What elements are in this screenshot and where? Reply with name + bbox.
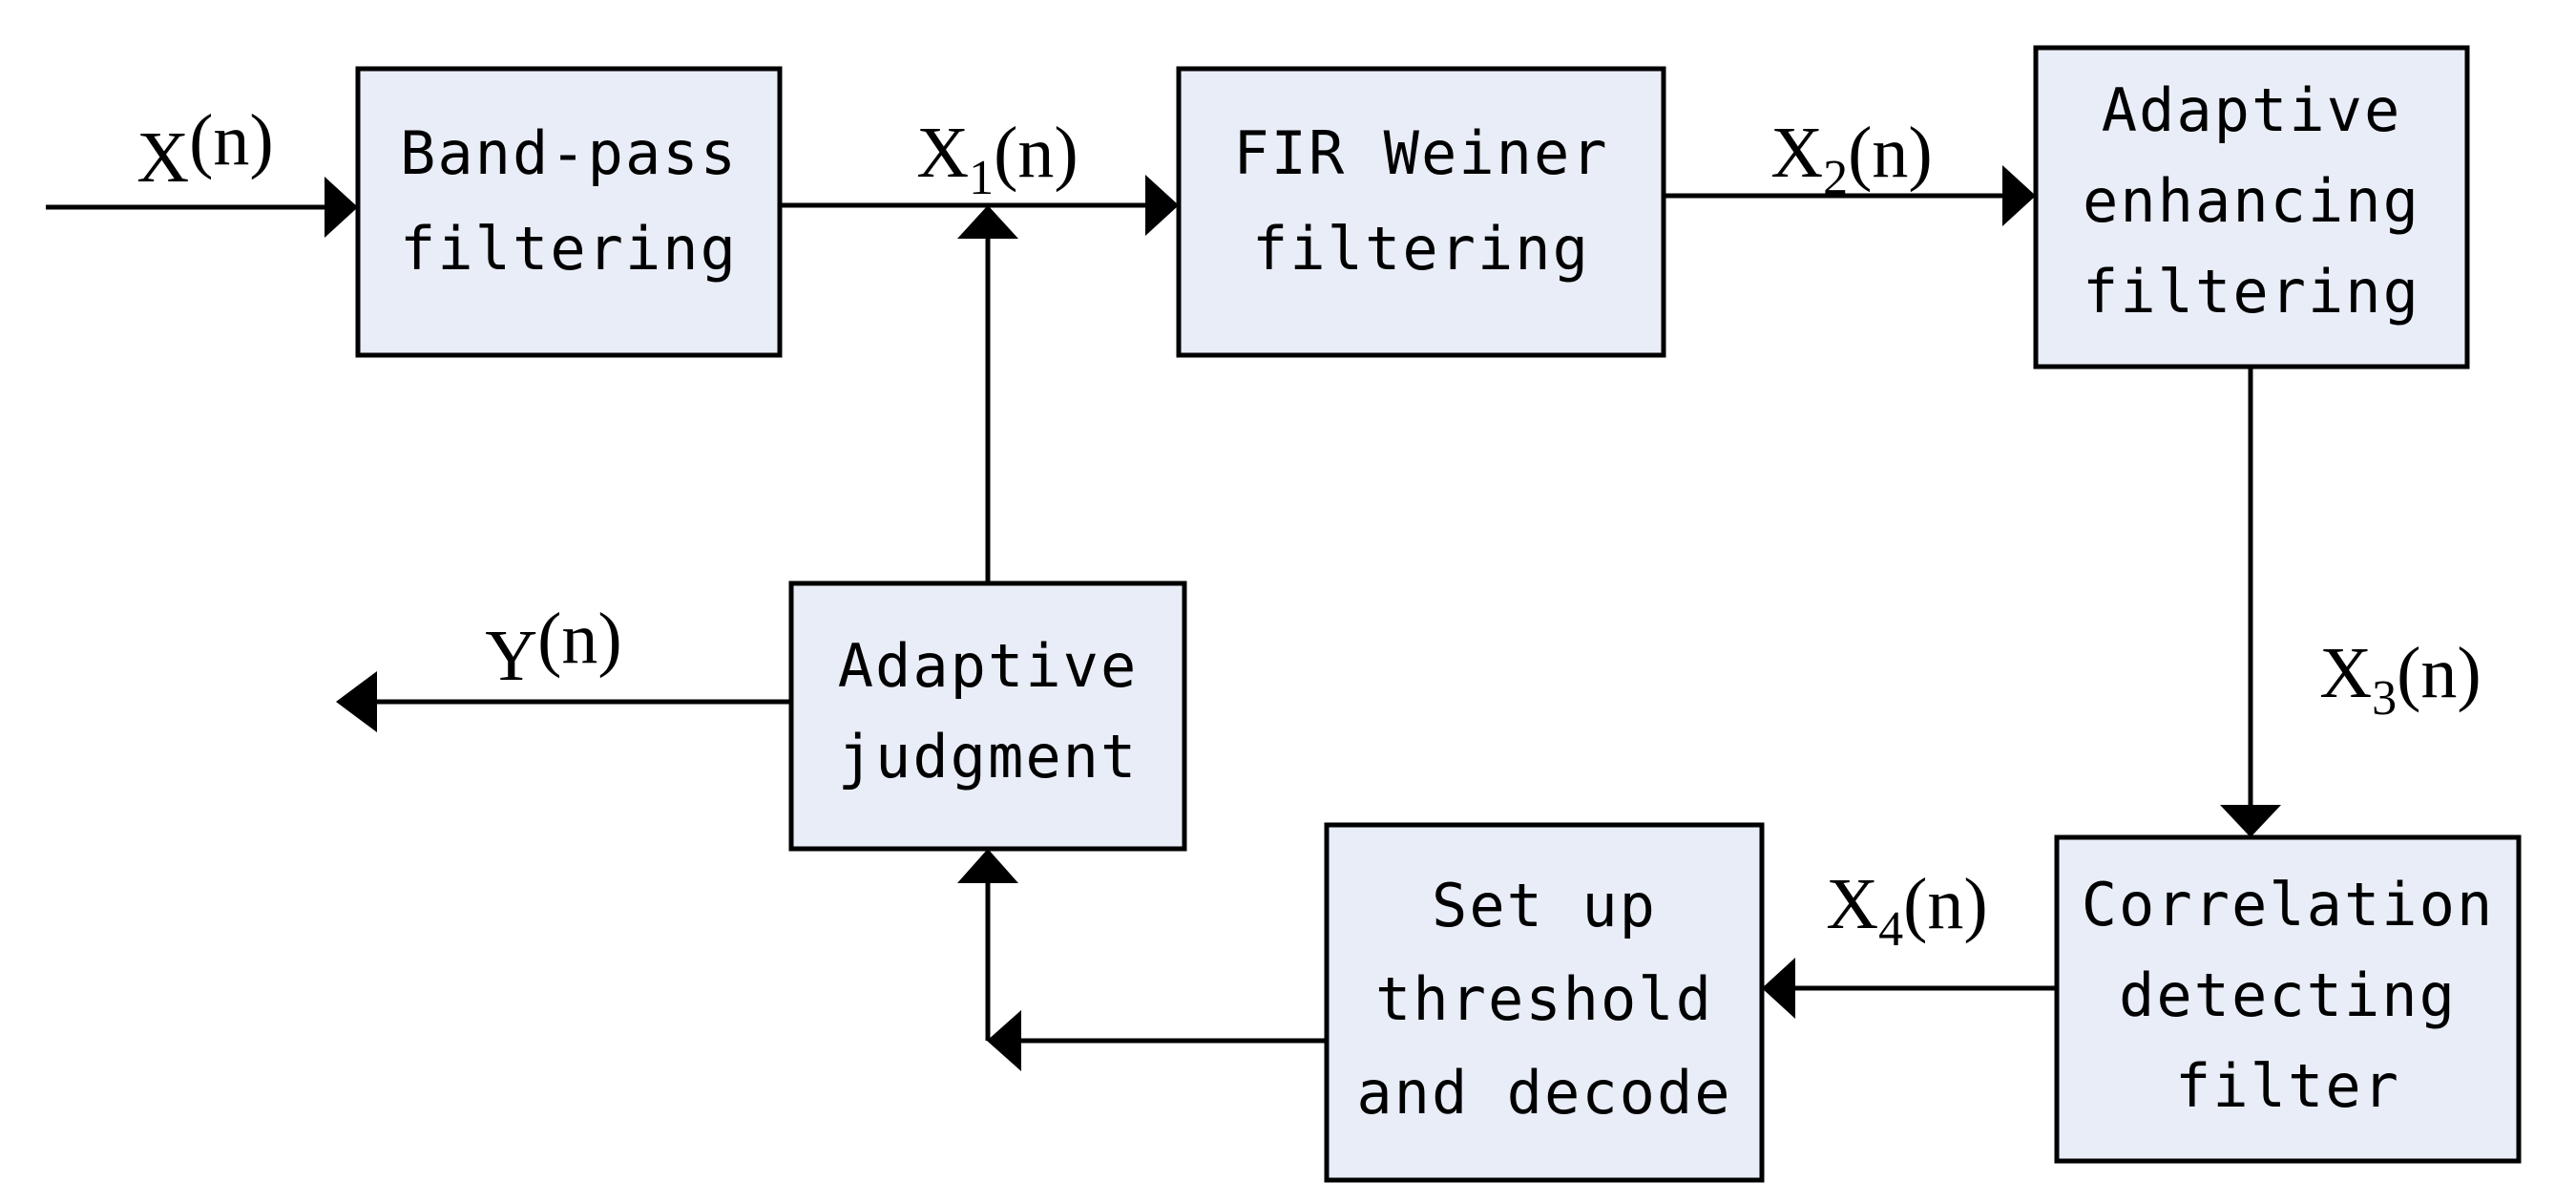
edge-correlation-to-threshold xyxy=(1762,958,2057,1019)
box-rect-fir-weiner-filtering[interactable] xyxy=(1176,66,1666,358)
edge-adaptive-enhancing-to-correlation xyxy=(2220,367,2281,837)
signal-label-y-n-base: Y xyxy=(485,616,537,696)
edge-fir-weiner-to-adaptive-enhancing xyxy=(1664,165,2036,226)
signal-label-x1-n: X1(n) xyxy=(916,113,1079,205)
edge-input-to-band-pass xyxy=(46,177,358,238)
box-set-up-threshold-and-decode[interactable]: Set up threshold and decode xyxy=(1324,822,1765,1183)
box-label-fir-weiner-filtering-line2: filtering xyxy=(1252,214,1590,284)
box-label-adaptive-enhancing-filtering-line1: Adaptive xyxy=(2102,75,2402,145)
box-rect-correlation-detecting-filter[interactable] xyxy=(2054,834,2522,1164)
signal-label-x4-n-base: X xyxy=(1826,864,1878,944)
signal-label-x-n-tail: (n) xyxy=(189,100,274,180)
signal-label-x-n: X(n) xyxy=(136,100,274,198)
arrow-head-output xyxy=(336,671,377,732)
edge-adaptive-judgment-to-output xyxy=(336,671,791,732)
box-adaptive-enhancing-filtering[interactable]: Adaptive enhancing filtering xyxy=(2033,45,2470,369)
box-label-correlation-detecting-filter-line2: detecting xyxy=(2119,960,2457,1030)
signal-label-x2-n-tail: (n) xyxy=(1848,113,1933,193)
arrow-head-input xyxy=(325,177,358,238)
signal-label-x1-n-base: X xyxy=(916,113,969,193)
signal-label-x2-n: X2(n) xyxy=(1770,113,1933,205)
box-label-adaptive-enhancing-filtering-line2: enhancing xyxy=(2083,166,2420,236)
arrow-head-x2 xyxy=(2002,165,2036,226)
edge-adaptive-judgment-to-x1-line xyxy=(957,205,1018,583)
signal-label-y-n: Y(n) xyxy=(485,599,622,696)
edge-threshold-to-adaptive-judgment xyxy=(957,849,1327,1071)
signal-label-x3-n-sub: 3 xyxy=(2372,671,2397,726)
signal-label-x-n-base: X xyxy=(136,117,189,198)
box-label-set-up-threshold-and-decode-line1: Set up xyxy=(1432,871,1657,940)
box-rect-adaptive-enhancing-filtering[interactable] xyxy=(2033,45,2470,369)
signal-label-x2-n-sub: 2 xyxy=(1823,151,1848,205)
box-label-fir-weiner-filtering-line1: FIR Weiner xyxy=(1233,118,1608,188)
box-label-band-pass-filtering-line1: Band-pass xyxy=(400,118,738,188)
signal-label-x3-n-base: X xyxy=(2319,633,2372,713)
box-label-adaptive-enhancing-filtering-line3: filtering xyxy=(2083,257,2420,327)
signal-label-x3-n: X3(n) xyxy=(2319,633,2482,726)
box-fir-weiner-filtering[interactable]: FIR Weiner filtering xyxy=(1176,66,1666,358)
arrow-head-x1 xyxy=(1145,175,1179,236)
signal-label-x4-n-tail: (n) xyxy=(1903,864,1988,944)
box-adaptive-judgment[interactable]: Adaptive judgment xyxy=(788,580,1187,852)
edge-band-pass-to-fir-weiner xyxy=(780,175,1179,236)
arrow-head-judgment-feedback xyxy=(957,205,1018,239)
box-label-band-pass-filtering-line2: filtering xyxy=(400,214,738,284)
signal-label-x2-n-base: X xyxy=(1770,113,1823,193)
box-label-set-up-threshold-and-decode-line3: and decode xyxy=(1356,1058,1731,1128)
box-band-pass-filtering[interactable]: Band-pass filtering xyxy=(355,66,783,358)
box-rect-band-pass-filtering[interactable] xyxy=(355,66,783,358)
box-label-adaptive-judgment-line1: Adaptive xyxy=(838,631,1139,701)
arrow-head-x4 xyxy=(1762,958,1795,1019)
signal-label-x4-n: X4(n) xyxy=(1826,864,1988,957)
box-correlation-detecting-filter[interactable]: Correlation detecting filter xyxy=(2054,834,2522,1164)
box-label-set-up-threshold-and-decode-line2: threshold xyxy=(1375,964,1713,1034)
arrow-head-threshold-feedback xyxy=(987,1010,1021,1071)
box-label-adaptive-judgment-line2: judgment xyxy=(838,722,1139,791)
box-rect-set-up-threshold-and-decode[interactable] xyxy=(1324,822,1765,1183)
box-rect-adaptive-judgment[interactable] xyxy=(788,580,1187,852)
box-label-correlation-detecting-filter-line1: Correlation xyxy=(2082,870,2495,939)
signal-label-x3-n-tail: (n) xyxy=(2397,633,2482,713)
signal-label-x1-n-sub: 1 xyxy=(969,151,994,205)
box-label-correlation-detecting-filter-line3: filter xyxy=(2175,1051,2400,1121)
signal-label-x1-n-tail: (n) xyxy=(994,113,1079,193)
signal-label-y-n-tail: (n) xyxy=(537,599,622,679)
arrow-head-into-adaptive-judgment xyxy=(957,849,1018,883)
arrow-head-x3 xyxy=(2220,805,2281,837)
signal-label-x4-n-sub: 4 xyxy=(1878,902,1903,957)
